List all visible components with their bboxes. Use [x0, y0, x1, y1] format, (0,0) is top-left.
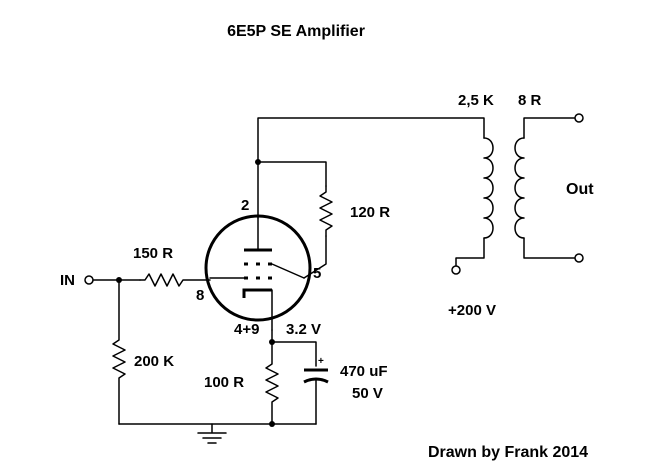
output-terminal-bottom [574, 253, 584, 263]
output-terminal-top [574, 113, 584, 123]
grid-stopper-label: 150 R [133, 245, 173, 262]
output-label: Out [566, 181, 594, 198]
anode-wire [257, 117, 485, 219]
pin-anode-label: 2 [241, 197, 249, 214]
screen-grid-lead [271, 263, 305, 279]
screen-resistor-label: 120 R [350, 204, 390, 221]
screen-resistor [319, 185, 333, 237]
pin-cathode-label: 4+9 [234, 321, 259, 338]
anode-junction [255, 159, 261, 165]
secondary-bottom-wire [523, 237, 576, 259]
input-label: IN [60, 272, 75, 289]
input-terminal [84, 275, 94, 285]
cathode-cap-voltage-label: 50 V [352, 385, 383, 402]
ground-junction [269, 421, 275, 427]
credit-label: Drawn by Frank 2014 [428, 444, 588, 461]
grid-leak-resistor [112, 279, 126, 425]
screen-grid-wire [303, 235, 327, 279]
cathode-resistor-label: 100 R [204, 374, 244, 391]
grid-leak-label: 200 K [134, 353, 174, 370]
secondary-impedance-label: 8 R [518, 92, 542, 109]
transformer-primary-coil [483, 137, 494, 239]
supply-terminal [451, 265, 461, 275]
cap-polarity-mark: + [318, 356, 324, 367]
cathode-cap-top-wire [271, 329, 317, 367]
cathode-cap-plate-bottom [303, 377, 329, 384]
grid-stopper-resistor [139, 273, 211, 287]
transformer-secondary-coil [514, 137, 525, 239]
tube-cathode [242, 288, 272, 298]
cathode-voltage-label: 3.2 V [286, 321, 321, 338]
tube-envelope [204, 214, 312, 322]
diagram-title: 6E5P SE Amplifier [227, 23, 365, 40]
primary-impedance-label: 2,5 K [458, 92, 494, 109]
screen-resistor-top-wire [257, 161, 327, 187]
supply-label: +200 V [448, 302, 496, 319]
pin-screen-label: 5 [313, 265, 321, 282]
supply-wire [455, 237, 485, 267]
secondary-top-wire [523, 117, 576, 139]
pin-grid-label: 8 [196, 287, 204, 304]
cathode-resistor [265, 341, 279, 425]
cathode-cap-value-label: 470 uF [340, 363, 388, 380]
